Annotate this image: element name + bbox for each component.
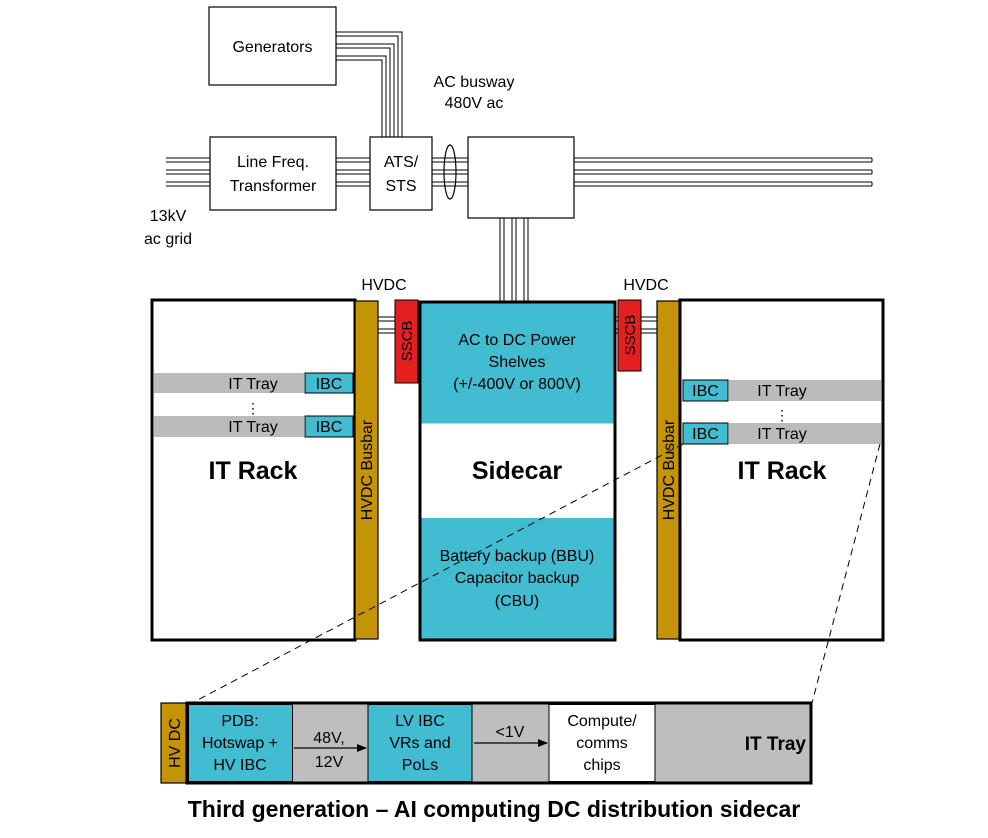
hv-dc-label: HV DC: [167, 718, 184, 768]
ibc-right-1-label: IBC: [692, 383, 719, 400]
ats-label-2: STS: [385, 178, 416, 195]
ats-label-1: ATS/: [384, 154, 419, 171]
it-tray-right-1-label: IT Tray: [757, 383, 807, 400]
sidecar-title: Sidecar: [472, 457, 563, 485]
hvdc-busbar-left-label: HVDC Busbar: [359, 419, 376, 520]
it-rack-left: [150, 298, 357, 642]
v1-label: <1V: [496, 724, 525, 741]
it-rack-right: [678, 298, 885, 642]
ac-dc-power-shelves: [421, 303, 614, 424]
ibc-left-1-label: IBC: [316, 376, 343, 393]
lv-label-1: LV IBC: [395, 713, 445, 730]
ibc-left-1: [304, 372, 354, 394]
grid-label-2: ac grid: [144, 231, 192, 248]
it-tray-detail-title: IT Tray: [745, 734, 807, 755]
hvdc-label-right: HVDC: [623, 277, 668, 294]
v48-label-1: 48V,: [313, 730, 344, 747]
ibc-left-2: [304, 415, 354, 438]
generators-label: Generators: [232, 39, 312, 56]
v48-label-2: 12V: [315, 754, 344, 771]
hvdc-label-left: HVDC: [361, 277, 406, 294]
compute-label-3: chips: [583, 757, 620, 774]
tray-ellipsis-right: ⋮: [775, 407, 789, 423]
transformer-to-ats-wires: [336, 157, 370, 187]
ac-busway-wires: [432, 157, 468, 187]
sidecar-feed-wires: [499, 218, 529, 302]
sscb-left: [394, 299, 419, 384]
compute-chips-block: [548, 704, 656, 782]
busway-output-wires: [574, 157, 873, 187]
ibc-left-2-label: IBC: [316, 419, 343, 436]
generators-box: [208, 6, 337, 86]
hvdc-busbar-left: [354, 300, 379, 640]
zoom-line-left: [191, 443, 684, 704]
it-tray-right-2-label: IT Tray: [757, 426, 807, 443]
generator-feed-wires: [336, 31, 403, 137]
bbu-label-3: (CBU): [495, 593, 539, 610]
line-freq-label-2: Transformer: [230, 178, 317, 195]
psu-label-1: AC to DC Power: [458, 332, 576, 349]
pdb-block: [188, 704, 293, 782]
compute-label-1: Compute/: [567, 713, 637, 730]
hvdc-busbar-right-label: HVDC Busbar: [661, 419, 678, 520]
bbu-label-2: Capacitor backup: [455, 570, 580, 587]
lv-ibc-block: [367, 704, 473, 782]
zoom-line-right: [811, 443, 881, 704]
tray-ellipsis-left: ⋮: [246, 400, 260, 416]
psu-label-3: (+/-400V or 800V): [453, 376, 581, 393]
busway-clamp: [443, 144, 457, 200]
busway-distribution-box: [467, 136, 575, 219]
battery-capacitor-backup: [421, 518, 614, 639]
it-tray-right-1: [729, 380, 881, 401]
sscb-right: [617, 299, 642, 372]
ac-busway-label-1: AC busway: [434, 74, 515, 91]
ac-busway-label-2: 480V ac: [445, 95, 504, 112]
line-freq-label-1: Line Freq.: [237, 154, 309, 171]
bbu-label-1: Battery backup (BBU): [440, 548, 595, 565]
figure-caption: Third generation – AI computing DC distr…: [187, 796, 801, 822]
it-tray-left-1: [154, 373, 304, 393]
ibc-right-1: [682, 379, 729, 402]
lv-label-3: PoLs: [402, 757, 438, 774]
pdb-label-3: HV IBC: [213, 757, 266, 774]
pdb-label-2: Hotswap +: [202, 735, 278, 752]
it-rack-left-title: IT Rack: [209, 457, 298, 485]
line-freq-transformer-box: [209, 136, 337, 211]
grid-label-1: 13kV: [150, 208, 187, 225]
it-tray-left-2: [154, 416, 304, 437]
sscb-right-label: SSCB: [622, 315, 639, 356]
psu-label-2: Shelves: [489, 354, 546, 371]
it-tray-right-2: [729, 423, 881, 444]
hv-dc-bar: [160, 702, 187, 784]
it-tray-left-2-label: IT Tray: [228, 419, 278, 436]
ibc-right-2-label: IBC: [692, 426, 719, 443]
it-rack-right-title: IT Rack: [738, 457, 827, 485]
pdb-label-1: PDB:: [221, 713, 258, 730]
ats-sts-box: [369, 136, 433, 211]
lv-label-2: VRs and: [389, 735, 450, 752]
ibc-right-2: [682, 422, 729, 445]
sscb-left-label: SSCB: [399, 321, 416, 362]
compute-label-2: comms: [576, 735, 628, 752]
grid-feed-wires: [166, 157, 210, 187]
it-tray-left-1-label: IT Tray: [228, 376, 278, 393]
